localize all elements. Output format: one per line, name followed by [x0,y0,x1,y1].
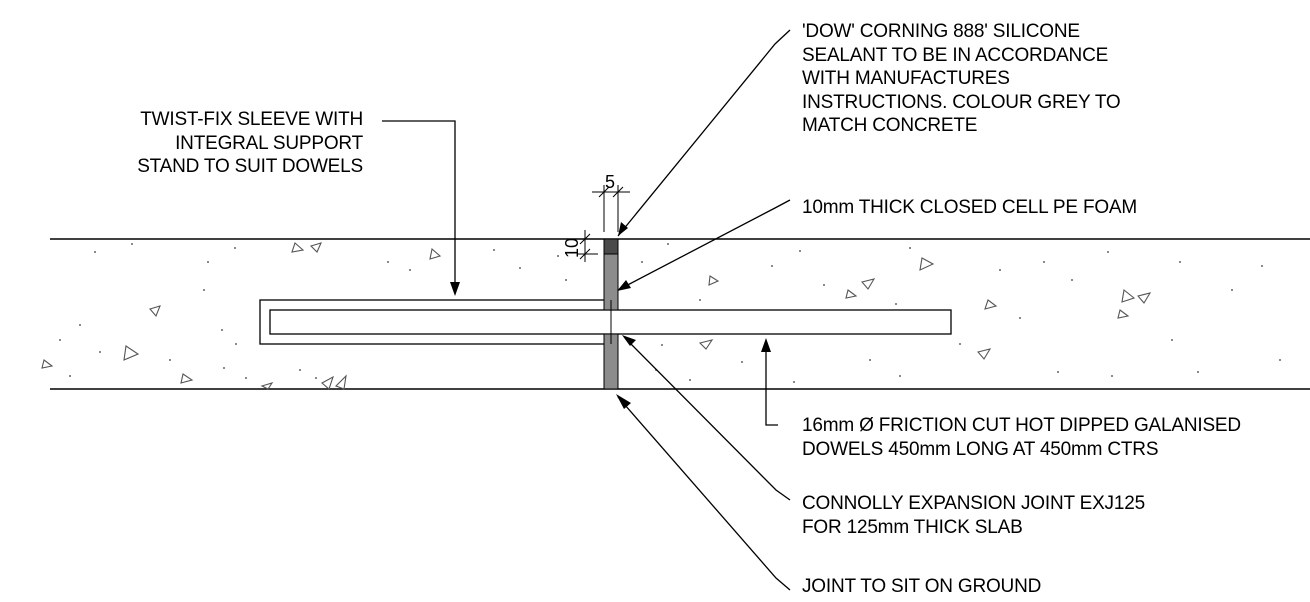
note-sealant: 'DOW' CORNING 888' SILICONE SEALANT TO B… [802,20,1121,138]
dimension-label-depth: 10 [562,238,582,258]
leader-foam [617,199,791,291]
note-joint-line: CONNOLLY EXPANSION JOINT EXJ125 [802,493,1145,514]
dimension-label-width: 5 [605,172,615,192]
note-sealant-line: 'DOW' CORNING 888' SILICONE [802,21,1080,42]
leader-sealant [617,29,791,237]
leader-joint [624,337,791,501]
note-dowel-line: DOWELS 450mm LONG AT 450mm CTRS [802,438,1159,460]
dimension-sealant-width [592,185,630,232]
note-foam-line: 10mm THICK CLOSED CELL PE FOAM [802,197,1138,218]
note-ground: JOINT TO SIT ON GROUND [802,575,1041,599]
arrowhead-foam [617,280,631,291]
leader-sleeve [382,120,456,292]
note-sleeve-line: STAND TO SUIT DOWELS [137,156,363,177]
leader-dowel [765,343,778,426]
dimension-sealant-depth [578,230,598,262]
concrete-hatch [41,242,1152,390]
note-sealant-line: INSTRUCTIONS. COLOUR GREY TO [802,91,1121,113]
note-foam: 10mm THICK CLOSED CELL PE FOAM [802,196,1137,220]
note-sleeve: TWIST-FIX SLEEVE WITH INTEGRAL SUPPORT S… [137,108,363,179]
arrowhead-sealant [618,222,628,236]
leader-arrowheads [450,222,771,409]
silicone-sealant [603,238,619,255]
note-dowel: 16mm Ø FRICTION CUT HOT DIPPED GALANISED… [802,414,1241,461]
arrowhead-sleeve [450,282,460,296]
arrowhead-dowel [761,338,771,352]
concrete-dots [59,243,1281,383]
note-joint: CONNOLLY EXPANSION JOINT EXJ125 FOR 125m… [802,492,1145,539]
note-sealant-line: WITH MANUFACTURES [802,68,1010,89]
note-sealant-line: MATCH CONCRETE [802,115,978,136]
arrowhead-joint [622,335,636,346]
note-sleeve-line: TWIST-FIX SLEEVE WITH [140,109,363,130]
leader-lines [382,29,791,591]
arrowhead-ground [616,394,631,409]
note-ground-line: JOINT TO SIT ON GROUND [802,576,1042,597]
note-sleeve-line: INTEGRAL SUPPORT [175,132,363,154]
note-sealant-line: SEALANT TO BE IN ACCORDANCE [802,44,1109,66]
leader-ground [617,396,791,591]
note-dowel-line: 16mm Ø FRICTION CUT HOT DIPPED GALANISED [802,415,1241,436]
note-joint-line: FOR 125mm THICK SLAB [802,516,1023,538]
